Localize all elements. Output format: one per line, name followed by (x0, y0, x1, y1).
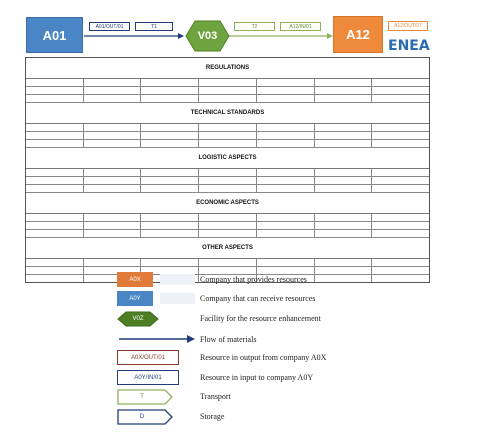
table-row (26, 267, 429, 275)
legend-text: Resource in input to company A0Y (200, 373, 314, 382)
legend-symbol-facility: V0Z (132, 316, 144, 322)
aspects-table: REGULATIONS TECHNICAL STANDARDS LOGISTIC… (25, 57, 430, 283)
legend-text: Transport (200, 392, 231, 401)
flow-arrows (84, 20, 333, 52)
legend-storage-icon (117, 409, 173, 425)
section-technical-standards: TECHNICAL STANDARDS (26, 103, 429, 148)
tag-a12-in-01: A12/IN/01 (280, 22, 321, 31)
legend-text: Resource in output from company A0X (200, 353, 327, 362)
table-row (26, 132, 429, 140)
company-a01-label: A01 (42, 27, 67, 43)
flow-arrowhead-1 (178, 33, 184, 39)
facility-v03-label: V03 (197, 30, 218, 42)
enea-logo: ENEA (388, 38, 430, 54)
table-row (26, 222, 429, 230)
table-row (26, 259, 429, 267)
table-row (26, 140, 429, 148)
legend-text: Flow of materials (200, 335, 257, 344)
legend-symbol-resource-input: A0Y/IN/01 (117, 370, 179, 385)
company-a12-box: A12 (333, 16, 383, 53)
section-logistic-aspects: LOGISTIC ASPECTS (26, 148, 429, 193)
section-title: OTHER ASPECTS (26, 238, 429, 259)
facility-v03-hexagon (185, 20, 230, 52)
table-row (26, 214, 429, 222)
table-row (26, 185, 429, 193)
tag-a12-out-07: A12/OUT/07 (388, 21, 428, 31)
legend-flow-arrow-icon (119, 335, 195, 343)
section-regulations: REGULATIONS (26, 58, 429, 103)
section-title: REGULATIONS (26, 58, 429, 79)
legend-text: Storage (200, 412, 225, 421)
tag-a01-out-01: A01/OUT/01 (89, 22, 130, 31)
legend-hexagon-icon (117, 311, 159, 327)
legend-text: Company that provides resources (200, 275, 307, 284)
legend-text: Facility for the resource enhancement (200, 314, 321, 323)
section-economic-aspects: ECONOMIC ASPECTS (26, 193, 429, 238)
legend-symbol-resource-output: A0X/OUT/01 (117, 350, 179, 365)
section-title: ECONOMIC ASPECTS (26, 193, 429, 214)
section-title: TECHNICAL STANDARDS (26, 103, 429, 124)
legend-symbol-storage: D (139, 414, 145, 420)
tag-transport-t2: T2 (234, 22, 275, 31)
table-row (26, 230, 429, 238)
legend-strip (160, 293, 195, 304)
table-row (26, 95, 429, 103)
section-title: LOGISTIC ASPECTS (26, 148, 429, 169)
company-a01-box: A01 (26, 17, 83, 53)
table-row (26, 87, 429, 95)
legend-text: Company that can receive resources (200, 294, 316, 303)
legend-symbol-company-receiver: A0Y (117, 291, 153, 306)
legend-strip (160, 274, 195, 285)
table-row (26, 177, 429, 185)
table-row (26, 124, 429, 132)
legend-symbol-transport: T (140, 394, 144, 400)
legend-transport-icon (117, 389, 173, 405)
flow-arrowhead-2 (327, 33, 333, 39)
table-row (26, 169, 429, 177)
table-row (26, 79, 429, 87)
company-a12-label: A12 (346, 27, 370, 42)
section-other-aspects: OTHER ASPECTS (26, 238, 429, 282)
tag-transport-t1: T1 (135, 22, 173, 31)
legend-symbol-company-provider: A0X (117, 272, 153, 287)
